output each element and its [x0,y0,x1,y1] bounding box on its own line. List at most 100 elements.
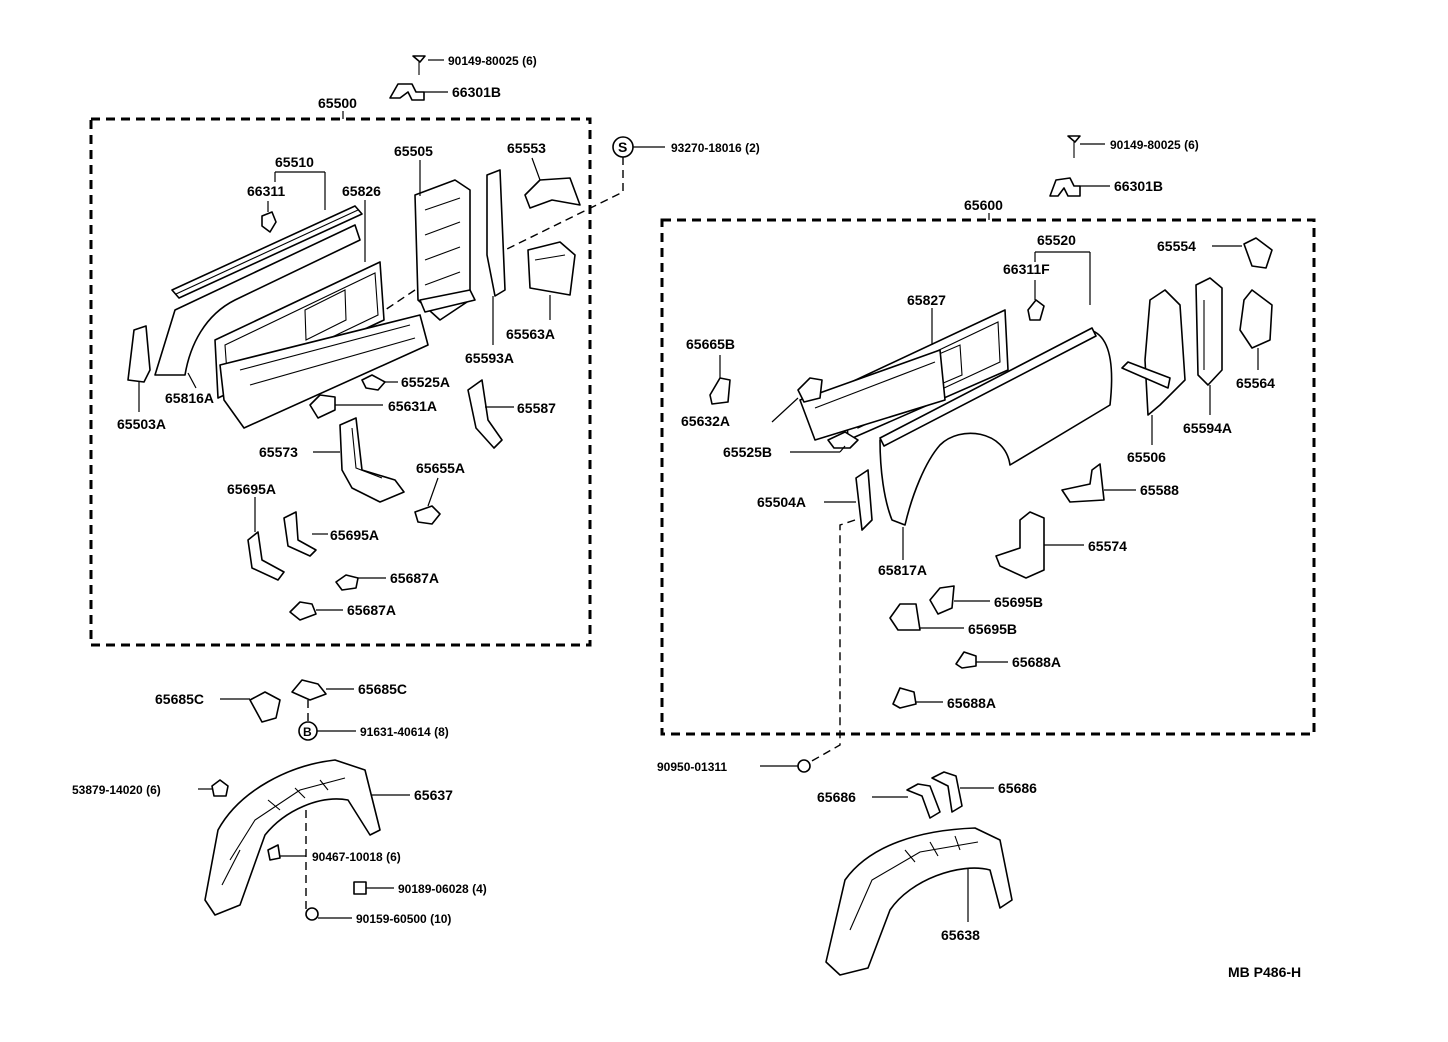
part-65687a-2: 65687A [289,601,396,621]
rail-65520: 65520 66311F [1003,232,1091,321]
bracket-65686-1: 65686 [817,783,941,819]
bracket-65574: 65574 [995,511,1127,579]
bracket-65686-2: 65686 [931,771,1037,813]
label-65631a: 65631A [388,398,437,414]
part-65563a: 65563A [506,241,576,342]
part-65685c-1: 65685C [155,691,281,723]
bed-floor-right [799,349,946,441]
bracket-66301b-right: 66301B [1049,177,1163,197]
bracket-65695a-2: 65695A [283,511,379,557]
screw-90149-right: 90149-80025 (6) [1067,135,1199,158]
bracket-65588: 65588 [1061,463,1179,503]
bracket-66301b-left: 66301B [389,83,501,101]
label-90149-right: 90149-80025 (6) [1110,138,1199,152]
bracket-65587: 65587 [467,379,556,449]
label-65500: 65500 [318,95,357,111]
label-66311: 66311 [247,183,285,199]
right-assembly-boundary [660,218,1316,736]
b-marker-letter: B [303,725,312,739]
bracket-65504a: 65504A [757,469,873,763]
label-65688a-2: 65688A [947,695,996,711]
label-90189: 90189-06028 (4) [398,882,487,896]
label-66311f: 66311F [1003,261,1050,277]
lower-right-group: 90950-01311 65686 65686 65638 MB P486-H [657,759,1301,980]
label-65686-1: 65686 [817,789,856,805]
label-65520: 65520 [1037,232,1076,248]
label-65827: 65827 [907,292,946,308]
label-65573: 65573 [259,444,298,460]
label-90159: 90159-60500 (10) [356,912,451,926]
label-65687a-2: 65687A [347,602,396,618]
label-65588: 65588 [1140,482,1179,498]
part-65525b: 65525B [723,431,859,460]
clip-53879: 53879-14020 (6) [72,779,229,797]
screw-90149-left: 90149-80025 (6) [412,54,537,75]
label-65594a: 65594A [1183,420,1232,436]
label-65574: 65574 [1088,538,1127,554]
label-65525a: 65525A [401,374,450,390]
part-65655a: 65655A [414,460,465,525]
label-90467: 90467-10018 (6) [312,850,401,864]
label-65593a: 65593A [465,350,514,366]
bracket-65573: 65573 [259,417,405,503]
bed-side-panel [219,314,429,429]
left-assembly-boundary [89,117,592,647]
nut-90950: 90950-01311 [657,759,811,774]
liner-65638: 65638 [825,827,1013,976]
label-65695b-1: 65695B [994,594,1043,610]
label-66301b-left: 66301B [452,84,501,100]
label-53879: 53879-14020 (6) [72,783,161,797]
label-65503a: 65503A [117,416,166,432]
label-65506: 65506 [1127,449,1166,465]
label-65816a: 65816A [165,390,214,406]
label-65553: 65553 [507,140,546,156]
part-65688a-1: 65688A [955,651,1061,670]
liner-65637: 65637 [204,759,453,916]
rail-65510: 65510 66311 [171,154,363,299]
label-65685c-2: 65685C [358,681,407,697]
label-90950: 90950-01311 [657,760,727,774]
screw-90467: 90467-10018 (6) [267,844,401,864]
part-65525a: 65525A [361,374,450,391]
panel-65506: 65506 [1121,289,1186,465]
part-65632a: 65632A [681,377,823,429]
left-assembly-group: 65500 90149-80025 (6) 66301B 65510 66311 [89,54,760,647]
label-65505: 65505 [394,143,433,159]
pillar-65594a: 65594A [1183,277,1232,436]
s-marker-group: S 93270-18016 (2) [384,136,760,311]
label-65554: 65554 [1157,238,1196,254]
label-65695a-2: 65695A [330,527,379,543]
b-marker-group: B 91631-40614 (8) [298,721,449,741]
part-65687a-1: 65687A [335,570,439,591]
label-65695b-2: 65695B [968,621,1017,637]
part-65685c-2: 65685C [291,679,407,722]
part-65554: 65554 [1157,237,1273,269]
panel-65505: 65505 [394,143,476,321]
label-90149-left: 90149-80025 (6) [448,54,537,68]
label-65638: 65638 [941,927,980,943]
clip-66311f [1027,299,1045,321]
catalog-reference: MB P486-H [1228,964,1301,980]
label-65817a: 65817A [878,562,927,578]
part-65631a: 65631A [309,394,437,419]
bracket-65695a-1: 65695A [227,481,285,581]
side-65816a: 65816A [154,224,361,406]
bracket-65695b-1: 65695B [929,585,1043,615]
clip-66311 [261,211,277,233]
label-65564: 65564 [1236,375,1275,391]
part-65553: 65553 [507,140,581,209]
pillar-65593a: 65593A [465,169,514,366]
part-65688a-2: 65688A [892,687,996,711]
label-65637: 65637 [414,787,453,803]
label-91631: 91631-40614 (8) [360,725,449,739]
label-65563a: 65563A [506,326,555,342]
label-65587: 65587 [517,400,556,416]
label-65525b: 65525B [723,444,772,460]
label-65686-2: 65686 [998,780,1037,796]
side-65817a: 65817A [878,327,1113,578]
label-65510: 65510 [275,154,314,170]
label-65685c-1: 65685C [155,691,204,707]
bolt-90189: 90189-06028 (4) [353,881,487,896]
label-65826: 65826 [342,183,381,199]
